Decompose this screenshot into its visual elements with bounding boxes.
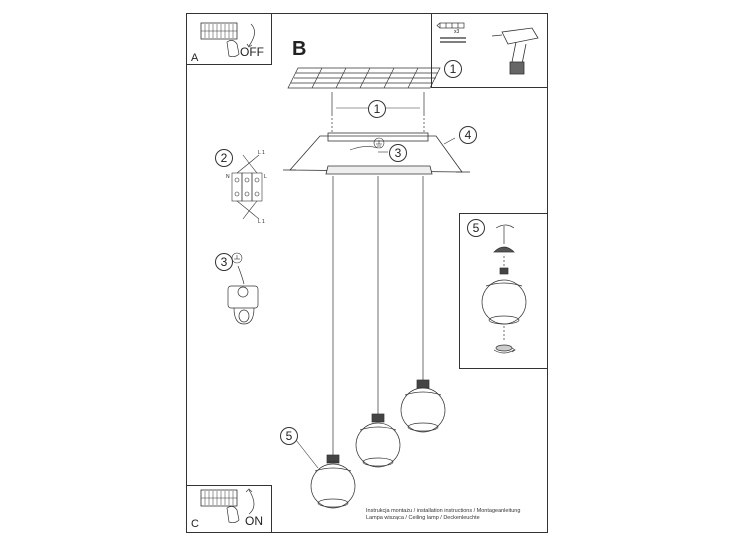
- panel-globe-detail: 5: [459, 213, 548, 369]
- dowels-icon: [436, 22, 465, 29]
- drill-icon: [491, 27, 539, 75]
- panel-a-power-off: A OFF: [186, 13, 272, 65]
- ceiling-grid: [287, 67, 441, 89]
- ground-terminal-illustration: [227, 265, 259, 325]
- pendant-cords: [332, 176, 424, 455]
- screws-icon: [440, 37, 466, 43]
- footer-line-2: Lampa wisząca / Ceiling lamp / Deckenleu…: [366, 515, 480, 521]
- footer-text: Instrukcja montażu / installation instru…: [366, 508, 520, 522]
- globe-right: [400, 379, 446, 433]
- callout-2-wiring: 2: [215, 149, 233, 167]
- switch-off-illustration: [200, 22, 255, 58]
- wiring-label-l1-top: L 1: [258, 150, 265, 156]
- panel-c-power-on: C ON: [186, 485, 272, 533]
- callout-3-ground: 3: [389, 144, 407, 162]
- callout-3-terminal: 3: [215, 253, 233, 271]
- globe-middle: [355, 413, 401, 468]
- panel-tools: x3 1: [431, 13, 548, 88]
- panel-a-state: OFF: [240, 45, 264, 59]
- wiring-diagram: [231, 154, 263, 220]
- footer-line-1: Instrukcja montażu / installation instru…: [366, 508, 521, 514]
- callout-5-globe: 5: [280, 427, 298, 445]
- panel-c-letter: C: [191, 518, 199, 530]
- callout-5-detail: 5: [467, 219, 485, 237]
- panel-b-letter: B: [292, 38, 307, 60]
- ground-wire: [349, 146, 379, 151]
- dowel-quantity: x3: [454, 29, 460, 35]
- switch-on-illustration: [200, 488, 255, 524]
- callout-1-tools: 1: [444, 60, 462, 78]
- wiring-label-l1-bottom: L 1: [258, 219, 265, 225]
- panel-a-letter: A: [191, 52, 199, 64]
- callout-4-canopy: 4: [459, 126, 477, 144]
- tools-illustration: [436, 22, 539, 75]
- globe-left: [310, 454, 356, 509]
- ground-icon: [231, 137, 385, 264]
- globe-detail-illustration: [481, 224, 527, 354]
- wiring-label-l: L: [264, 174, 267, 180]
- callout-1-screws: 1: [368, 100, 386, 118]
- wiring-label-n: N: [226, 174, 230, 180]
- panel-c-state: ON: [245, 514, 263, 528]
- canopy-plate: [283, 132, 470, 175]
